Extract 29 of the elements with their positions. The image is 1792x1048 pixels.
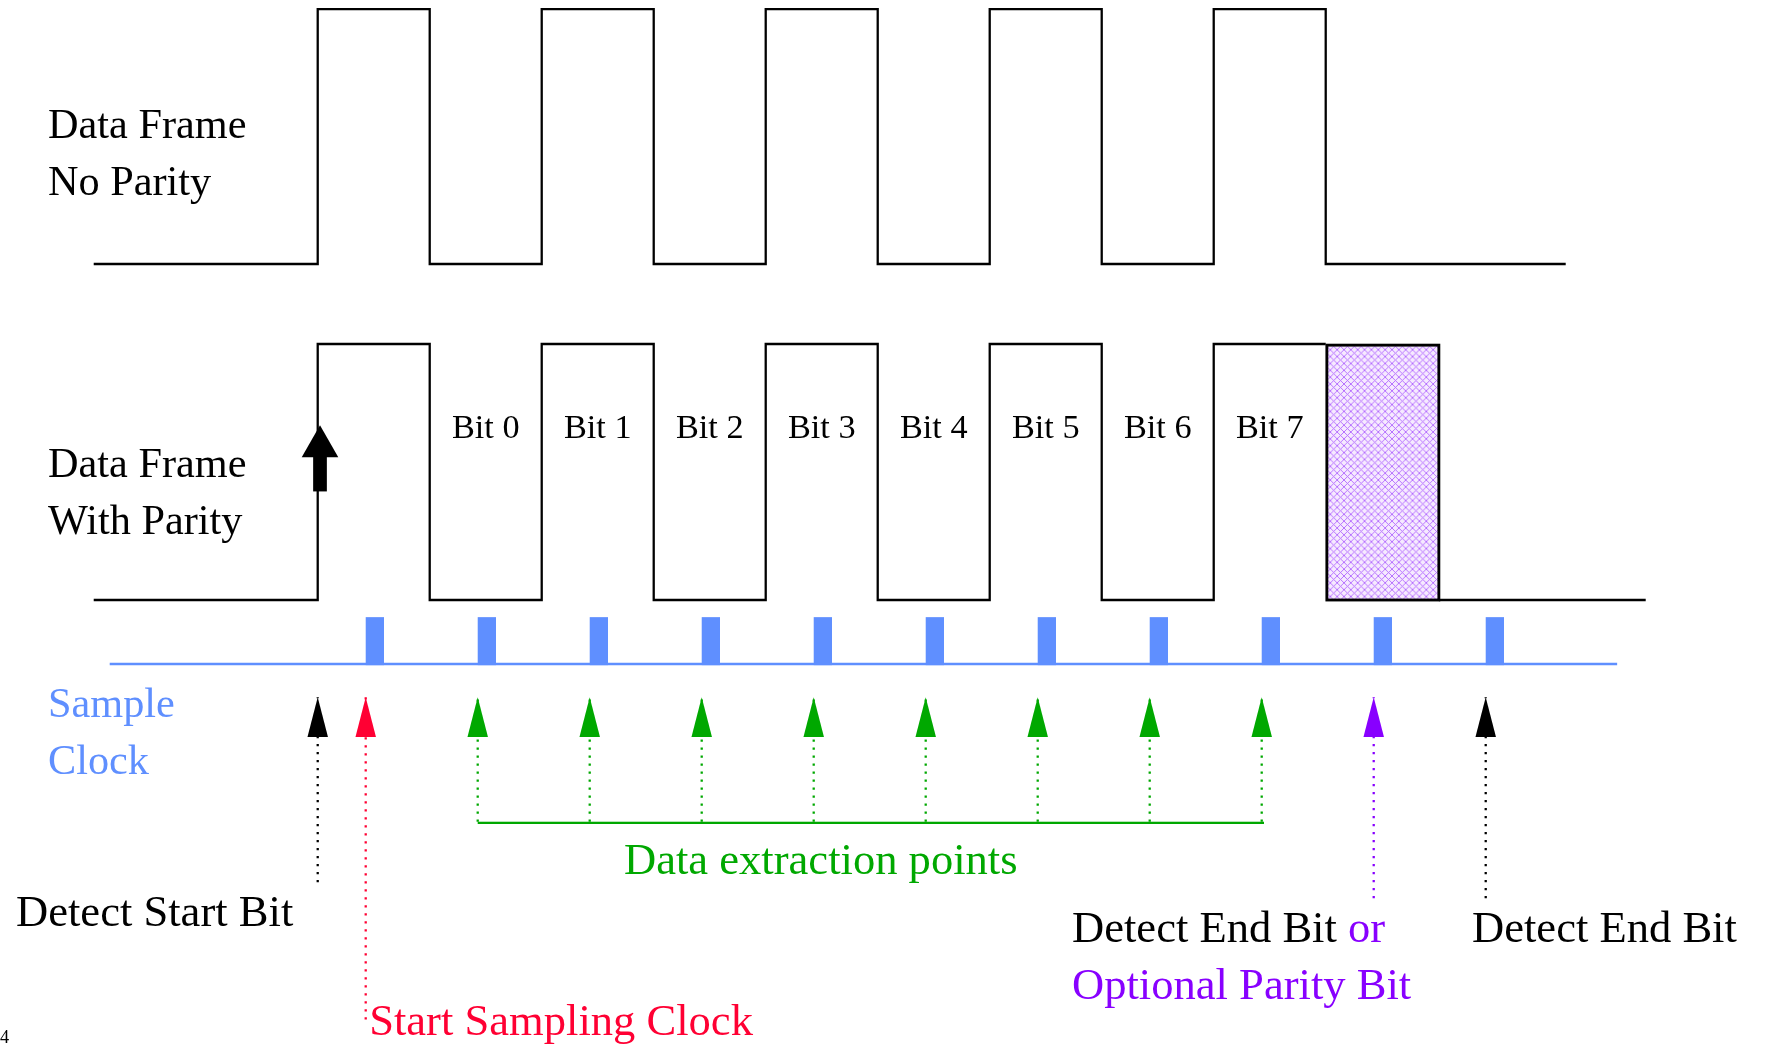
arrow — [1475, 697, 1496, 899]
arrow — [1251, 697, 1272, 822]
arrow — [1139, 697, 1160, 822]
row-label: Sample Clock — [48, 677, 176, 785]
annotation-text: Detect Start Bit — [16, 882, 327, 940]
arrow — [691, 697, 712, 822]
arrow — [355, 697, 376, 1021]
bit-label: Bit 5 — [1010, 405, 1081, 447]
arrow — [1363, 697, 1384, 899]
arrow — [803, 697, 824, 822]
bit-label: Bit 6 — [1122, 405, 1193, 447]
arrow — [915, 697, 936, 822]
bit-label: Bit 7 — [1234, 405, 1305, 447]
annotation-text: Detect End Bit or Optional Parity Bit — [1072, 898, 1461, 1013]
arrow — [579, 697, 600, 822]
bit-label: Bit 4 — [898, 405, 969, 447]
row-label: Data Frame No Parity — [48, 99, 248, 207]
annotation-text: Start Sampling Clock — [365, 992, 800, 1048]
bit-label: Bit 0 — [450, 405, 521, 447]
arrow — [1027, 697, 1048, 822]
page-number: 4 — [0, 1026, 11, 1048]
bit-label: Bit 3 — [786, 405, 857, 447]
bit-label: Bit 1 — [562, 405, 633, 447]
row-label: Data Frame With Parity — [48, 437, 248, 545]
arrow — [307, 697, 328, 883]
bit-label: Bit 2 — [674, 405, 745, 447]
annotation-text: Detect End Bit — [1472, 898, 1783, 956]
bracket-label: Data extraction points — [477, 821, 1264, 888]
arrow — [467, 697, 488, 822]
